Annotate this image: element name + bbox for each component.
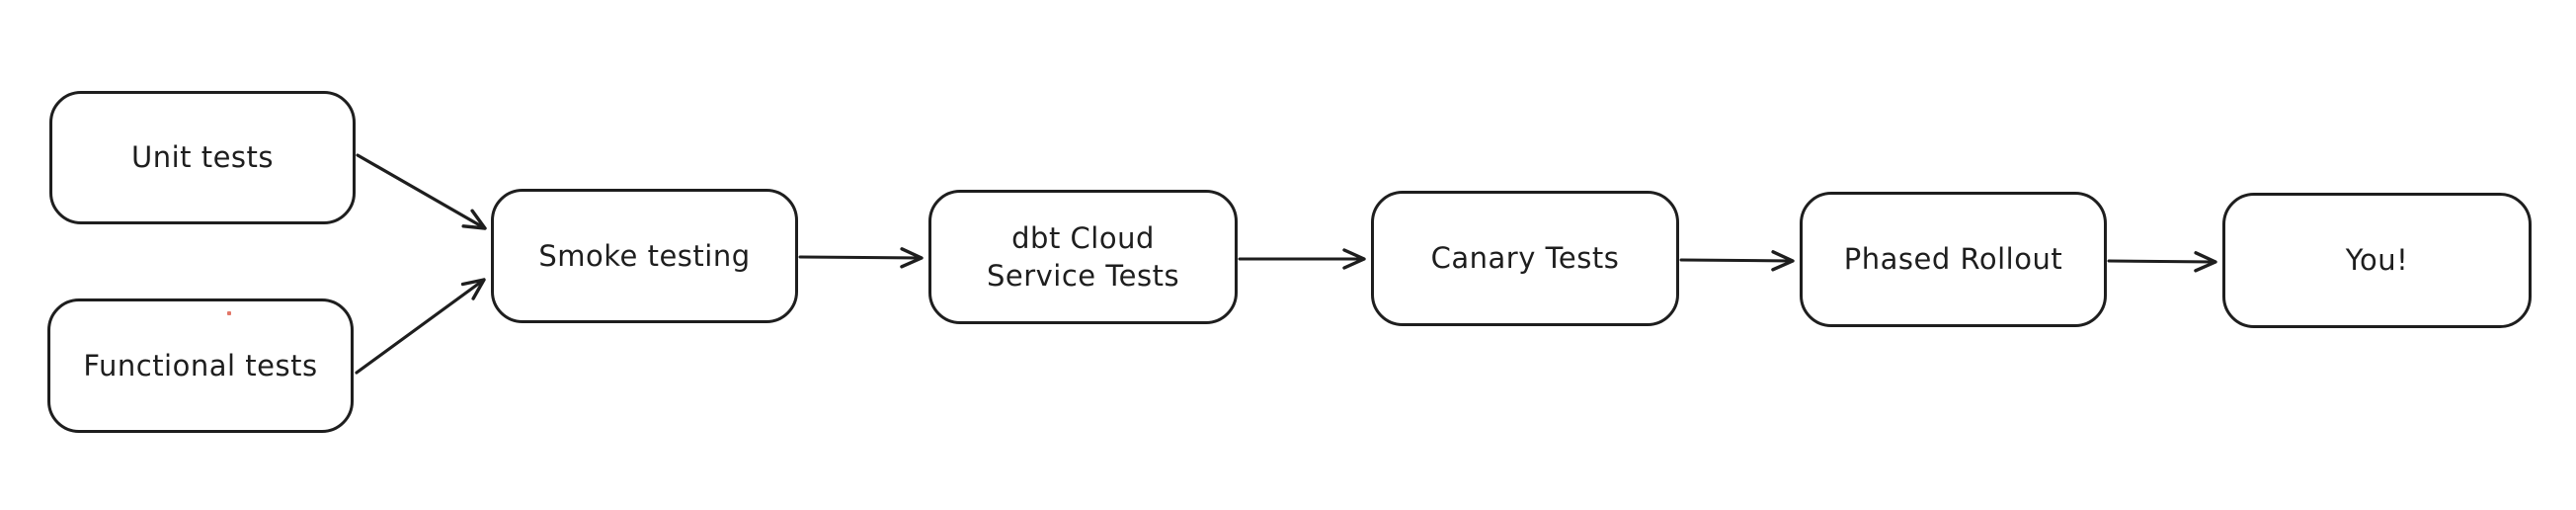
arrow-phased-rollout-to-you: [2107, 251, 2217, 273]
arrow-functional-tests-to-smoke-testing: [355, 278, 486, 375]
node-smoke-testing-label: Smoke testing: [538, 238, 751, 273]
node-functional-tests-label: Functional tests: [83, 348, 318, 382]
arrow-smoke-testing-to-dbt-cloud-service-tests: [798, 247, 924, 269]
arrow-unit-tests-to-smoke-testing: [356, 153, 487, 230]
node-functional-tests: Functional tests: [47, 298, 354, 433]
node-canary-tests-label: Canary Tests: [1430, 241, 1620, 276]
node-phased-rollout: Phased Rollout: [1800, 192, 2107, 327]
arrow-canary-tests-to-phased-rollout: [1679, 250, 1795, 272]
node-smoke-testing: Smoke testing: [491, 189, 798, 323]
node-dbt-cloud-service-tests-label-line2: Service Tests: [986, 259, 1180, 293]
node-you: You!: [2222, 193, 2532, 328]
node-canary-tests: Canary Tests: [1371, 191, 1679, 326]
node-unit-tests: Unit tests: [49, 91, 356, 224]
node-dbt-cloud-service-tests-label-line1: dbt Cloud: [1011, 220, 1155, 255]
node-dbt-cloud-service-tests: dbt Cloud Service Tests: [928, 190, 1238, 324]
red-speck-artifact: [227, 311, 231, 315]
node-phased-rollout-label: Phased Rollout: [1843, 242, 2063, 277]
node-you-label: You!: [2345, 243, 2409, 278]
node-unit-tests-label: Unit tests: [130, 140, 275, 175]
